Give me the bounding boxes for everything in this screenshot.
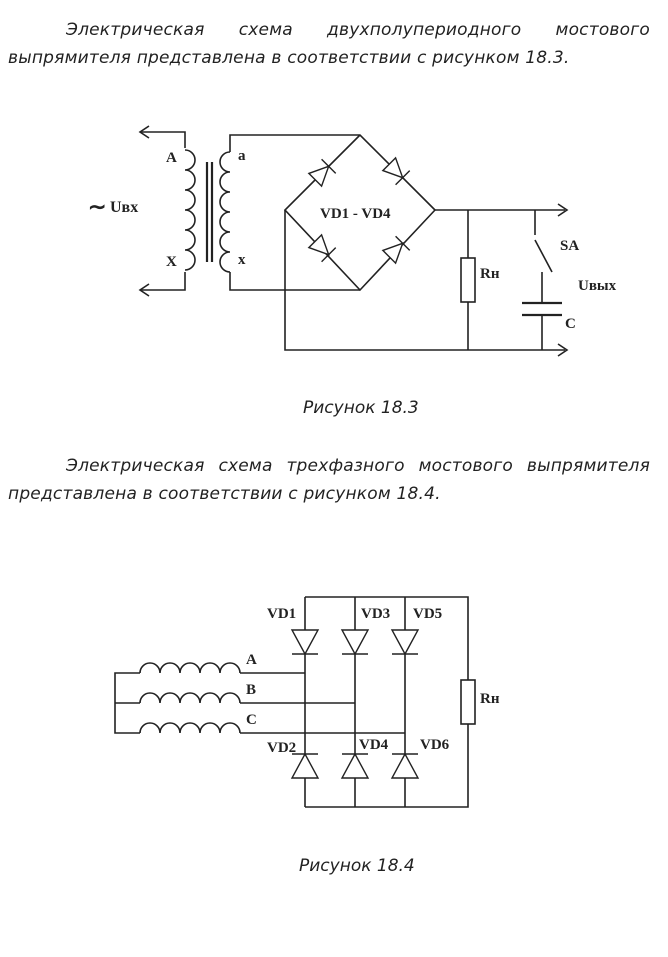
label-vd2: VD2 [267, 740, 296, 756]
label-primary-top: A [166, 150, 177, 166]
input-lead-top [140, 131, 186, 148]
phase-b-winding [139, 692, 241, 704]
arrow-left-icon [138, 125, 150, 139]
label-resistor: Rн [480, 691, 500, 707]
label-phase-b: B [246, 682, 256, 698]
paragraph-line: Электрическая схема трехфазного мостовог… [66, 456, 650, 476]
label-output-voltage: Uвых [578, 278, 617, 294]
label-resistor: Rн [480, 266, 500, 282]
paragraph-figure-18-4-intro: Электрическая схема трехфазного мостовог… [8, 452, 650, 508]
label-secondary-bottom: x [238, 252, 246, 268]
diode-vd1-icon [307, 158, 337, 188]
wire-secondary-bottom [229, 272, 360, 291]
phase-a-winding [139, 662, 241, 674]
diode-vd3-icon [307, 233, 337, 263]
resistor-rn [460, 679, 476, 725]
resistor-rn [460, 257, 476, 303]
phase-c-winding [139, 722, 241, 734]
label-primary-bottom: X [166, 254, 177, 270]
label-vd1: VD1 [267, 606, 296, 622]
arrow-right-icon [557, 203, 569, 217]
wire-star-point [114, 672, 140, 734]
wire-negative-rail [284, 210, 565, 351]
diode-vd5-icon [390, 629, 420, 656]
diode-vd4-icon [340, 752, 370, 779]
label-capacitor: C [565, 316, 576, 332]
input-lead-bottom [140, 272, 186, 291]
figure-caption-18-4: Рисунок 18.4 [299, 856, 415, 876]
label-phase-c: C [246, 712, 257, 728]
wire-output-rails [305, 596, 469, 808]
label-vd5: VD5 [413, 606, 442, 622]
label-input-voltage: Uвх [110, 199, 138, 216]
paragraph-line: Электрическая схема двухполупериодного м… [66, 20, 650, 40]
arrow-left-icon [138, 283, 150, 297]
paragraph-figure-18-3-intro: Электрическая схема двухполупериодного м… [8, 16, 650, 72]
diode-vd2-icon [290, 752, 320, 779]
arrow-right-icon [557, 343, 569, 357]
primary-winding [184, 149, 196, 271]
switch-sa [534, 239, 553, 273]
label-phase-a: A [246, 652, 257, 668]
figure-caption-18-3: Рисунок 18.3 [303, 398, 419, 418]
label-bridge-diodes: VD1 - VD4 [320, 206, 391, 222]
paragraph-line: представлена в соответствии с рисунком 1… [8, 484, 441, 504]
paragraph-line: выпрямителя представлена в соответствии … [8, 48, 570, 68]
diode-vd1-icon [290, 629, 320, 656]
diode-vd4-icon [381, 235, 411, 265]
label-vd4: VD4 [359, 737, 389, 753]
secondary-winding [219, 151, 231, 273]
label-vd6: VD6 [420, 737, 450, 753]
diode-vd2-icon [381, 156, 411, 186]
label-secondary-top: a [238, 148, 246, 164]
label-vd3: VD3 [361, 606, 390, 622]
label-switch: SA [560, 238, 579, 254]
diode-vd6-icon [390, 752, 420, 779]
diode-vd3-icon [340, 629, 370, 656]
ac-symbol-icon: ∼ [88, 194, 106, 219]
